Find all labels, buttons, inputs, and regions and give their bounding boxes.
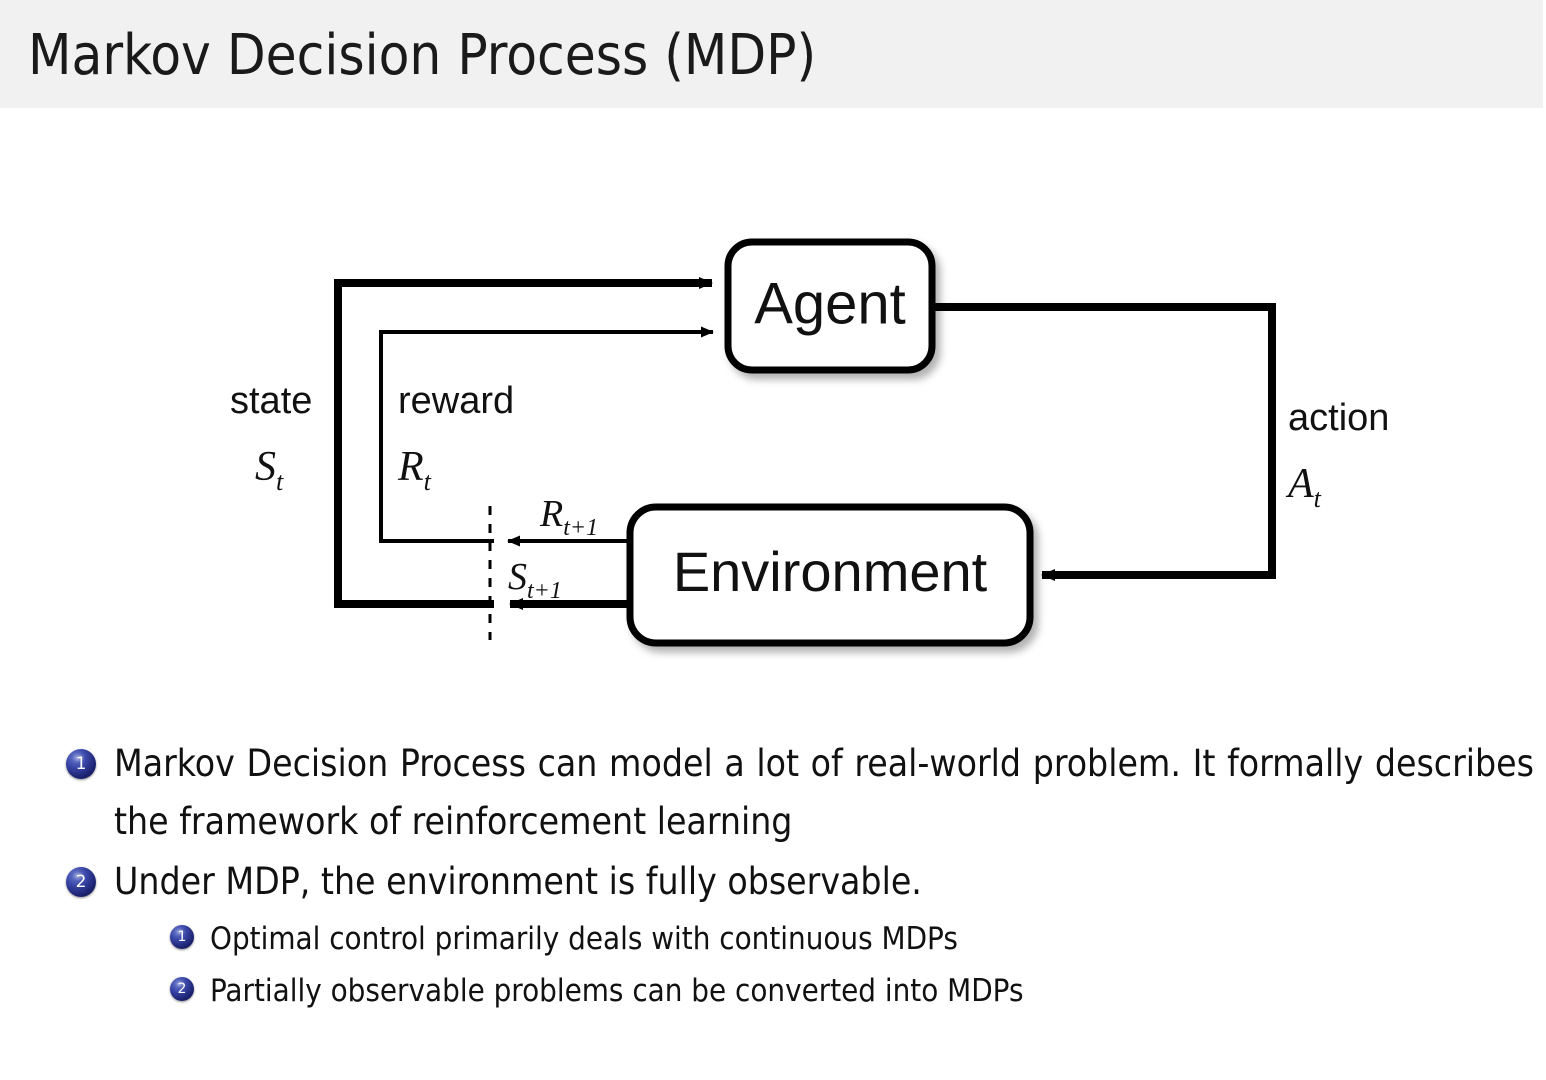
- state-label-symbol: St: [255, 444, 284, 496]
- sub-list-item-text: Optimal control primarily deals with con…: [210, 921, 958, 957]
- bullet-marker-1: 1: [66, 749, 96, 779]
- list-item[interactable]: 2 Under MDP, the environment is fully ob…: [0, 853, 1546, 911]
- environment-node-label: Environment: [673, 540, 988, 603]
- sub-list-item[interactable]: 1 Optimal control primarily deals with c…: [0, 913, 1546, 965]
- bullet-marker-2: 2: [66, 867, 96, 897]
- agent-node[interactable]: Agent: [724, 238, 936, 374]
- reward-label-symbol: Rt: [397, 444, 432, 496]
- mdp-agent-environment-diagram: Agent Environment state St reward Rt act…: [0, 108, 1546, 718]
- reward-flow-arrow: [379, 326, 714, 543]
- action-label-symbol: At: [1285, 461, 1322, 513]
- sub-list-item[interactable]: 2 Partially observable problems can be c…: [0, 965, 1546, 1017]
- state-label-group: state St: [230, 380, 312, 496]
- action-flow-arrow: [932, 303, 1276, 581]
- sub-bullet-marker-1: 1: [170, 925, 194, 949]
- state-label-word: state: [230, 380, 312, 422]
- reward-label-word: reward: [398, 380, 514, 422]
- action-label-word: action: [1288, 397, 1389, 439]
- state-next-label: St+1: [508, 556, 562, 604]
- action-label-group: action At: [1285, 397, 1389, 513]
- reward-label-group: reward Rt: [397, 380, 514, 496]
- bullet-list: 1 Markov Decision Process can model a lo…: [0, 735, 1546, 1017]
- sub-list-item-text: Partially observable problems can be con…: [210, 973, 1024, 1009]
- environment-node[interactable]: Environment: [626, 503, 1034, 647]
- slide-header-band: [0, 0, 1543, 108]
- state-flow-arrow: [334, 277, 713, 608]
- list-item[interactable]: 1 Markov Decision Process can model a lo…: [0, 735, 1546, 851]
- list-item-text: Markov Decision Process can model a lot …: [114, 742, 1534, 843]
- sub-bullet-marker-2: 2: [170, 977, 194, 1001]
- page-title: Markov Decision Process (MDP): [28, 23, 817, 88]
- agent-node-label: Agent: [754, 271, 906, 336]
- reward-next-label: Rt+1: [539, 493, 598, 541]
- list-item-text: Under MDP, the environment is fully obse…: [114, 860, 922, 903]
